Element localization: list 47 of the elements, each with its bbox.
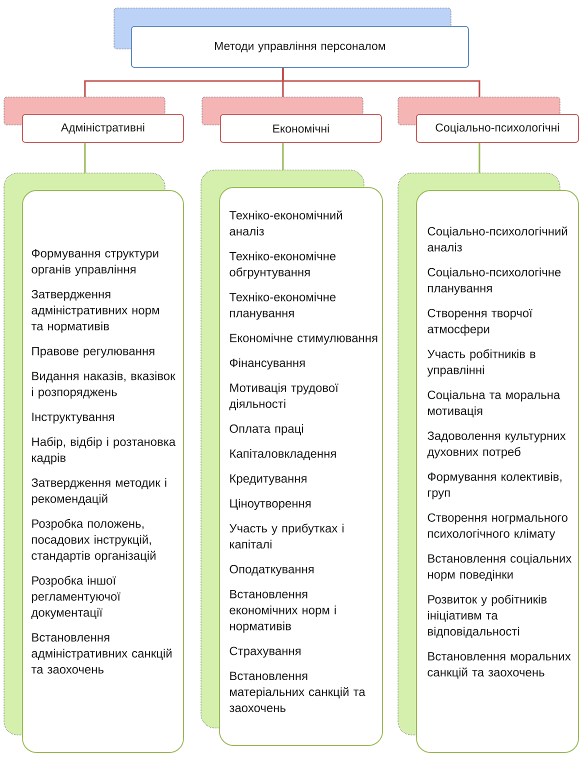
root-box: Методи управління персоналом bbox=[114, 8, 469, 68]
list-item: Фінансування bbox=[230, 358, 305, 370]
list-item: Затвердження адміністративних норм та нормативів bbox=[31, 290, 159, 333]
list-item: Встановлення економічних норм і нормативів bbox=[230, 590, 336, 633]
list-item: Мотивація трудової діяльності bbox=[229, 383, 338, 410]
list-item: Оподаткування bbox=[230, 564, 314, 576]
list-panel bbox=[4, 172, 184, 753]
list-item: Розвиток у робітників ініціативм та відповідальності bbox=[428, 594, 547, 638]
list-item: Техніко-економічне обгрунтування bbox=[229, 252, 336, 279]
list-item: Страхування bbox=[230, 646, 301, 658]
list-item: Правове регулювання bbox=[32, 346, 154, 358]
connector-line bbox=[84, 142, 86, 174]
list-item: Створення ногрмального психологічного клімату bbox=[428, 513, 568, 540]
list-item: Формування структури органів управління bbox=[32, 249, 158, 276]
category-box: Соціально-психологічні bbox=[398, 96, 579, 143]
list-item: Участь робітників в управлінні bbox=[427, 349, 536, 377]
list-item: Техніко-економічний аналіз bbox=[229, 210, 342, 236]
connector-line bbox=[282, 68, 480, 97]
list-item: Розробка іншої регламентуючої документації bbox=[31, 576, 120, 620]
list-item: Встановлення соціальних норм поведінки bbox=[428, 554, 572, 582]
category-box: Адміністративні bbox=[4, 96, 184, 143]
list-item: Видання наказів, вказівок і розпоряджень bbox=[32, 371, 176, 399]
list-item: Кредитування bbox=[230, 474, 306, 486]
list-item: Задоволення культурних духовних потреб bbox=[427, 432, 566, 458]
connector-line bbox=[282, 142, 284, 171]
list-item: Встановлення моральних санкцій та заохочень bbox=[428, 652, 571, 679]
list-item: Формування колективів, груп bbox=[428, 472, 562, 500]
list-item: Створення творчої атмосфери bbox=[428, 308, 532, 336]
list-item: Соціально-психологічне планування bbox=[428, 268, 561, 295]
connector-line bbox=[478, 142, 480, 174]
list-item: Встановлення матеріальних санкцій та заохочень bbox=[229, 672, 366, 712]
list-item: Капіталовкладення bbox=[230, 449, 336, 460]
list-item: Ціноутворення bbox=[230, 498, 311, 510]
list-item: Участь у прибутках і капіталі bbox=[230, 524, 344, 549]
list-item: Встановлення адміністративних санкцій та заохочень bbox=[31, 633, 172, 674]
list-item: Інструктування bbox=[32, 412, 114, 424]
list-panel bbox=[200, 170, 383, 746]
list-item: Розробка положень, посадових інструкцій, стандартів організацій bbox=[32, 518, 156, 562]
list-item: Економічне стимулювання bbox=[230, 333, 378, 345]
list-item: Набір, відбір і розтановка кадрів bbox=[32, 437, 176, 464]
list-item: Техніко-економічне планування bbox=[229, 292, 336, 320]
list-item: Соціально-психологічний аналіз bbox=[428, 226, 568, 252]
list-item: Затвердження методик і рекомендацій bbox=[32, 478, 166, 506]
list-item: Соціальна та моральна мотивація bbox=[428, 390, 560, 418]
category-box: Економічні bbox=[202, 96, 382, 143]
list-panel bbox=[398, 172, 579, 753]
list-item: Оплата праці bbox=[230, 424, 304, 436]
